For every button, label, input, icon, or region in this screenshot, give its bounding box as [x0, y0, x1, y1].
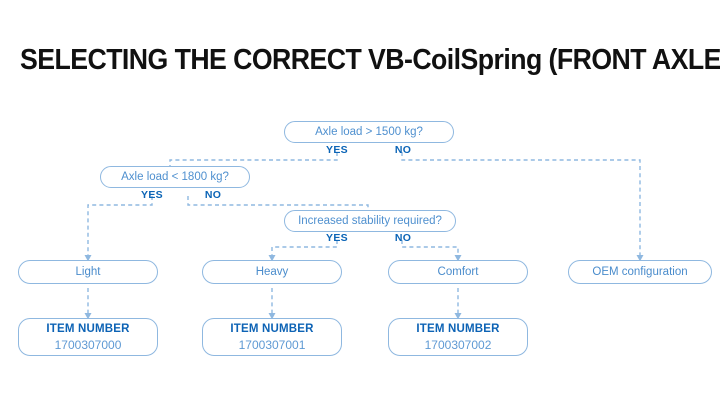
item-3-number: 1700307002: [424, 337, 492, 352]
item-1-number: 1700307000: [54, 337, 122, 352]
result-oem-label: OEM configuration: [592, 266, 688, 278]
decision-1-question: Axle load > 1500 kg?: [315, 126, 423, 138]
page-title: SELECTING THE CORRECT VB-CoilSpring (FRO…: [20, 44, 720, 76]
item-2-number: 1700307001: [238, 337, 306, 352]
decision-axle-load-1800[interactable]: Axle load < 1800 kg?: [100, 166, 250, 188]
result-comfort-label: Comfort: [437, 266, 479, 278]
result-comfort[interactable]: Comfort: [388, 260, 528, 284]
decision-2-no-label: NO: [204, 189, 222, 201]
decision-1-yes-label: YES: [326, 144, 348, 156]
decision-1-no-label: NO: [394, 144, 412, 156]
decision-2-question: Axle load < 1800 kg?: [121, 171, 229, 183]
result-heavy[interactable]: Heavy: [202, 260, 342, 284]
item-number-box-light[interactable]: ITEM NUMBER 1700307000: [18, 318, 158, 356]
decision-increased-stability[interactable]: Increased stability required?: [284, 210, 456, 232]
result-oem-configuration[interactable]: OEM configuration: [568, 260, 712, 284]
item-1-heading: ITEM NUMBER: [46, 322, 130, 335]
item-3-heading: ITEM NUMBER: [416, 322, 500, 335]
result-light[interactable]: Light: [18, 260, 158, 284]
decision-axle-load-1500[interactable]: Axle load > 1500 kg?: [284, 121, 454, 143]
decision-3-question: Increased stability required?: [298, 215, 442, 227]
item-2-heading: ITEM NUMBER: [230, 322, 314, 335]
edge-d1-no: [401, 152, 644, 262]
item-number-box-heavy[interactable]: ITEM NUMBER 1700307001: [202, 318, 342, 356]
item-number-box-comfort[interactable]: ITEM NUMBER 1700307002: [388, 318, 528, 356]
edge-d2-yes: [84, 196, 153, 262]
decision-2-yes-label: YES: [141, 189, 163, 201]
decision-3-yes-label: YES: [326, 232, 348, 244]
decision-3-no-label: NO: [394, 232, 412, 244]
result-light-label: Light: [75, 266, 101, 278]
result-heavy-label: Heavy: [255, 266, 289, 278]
